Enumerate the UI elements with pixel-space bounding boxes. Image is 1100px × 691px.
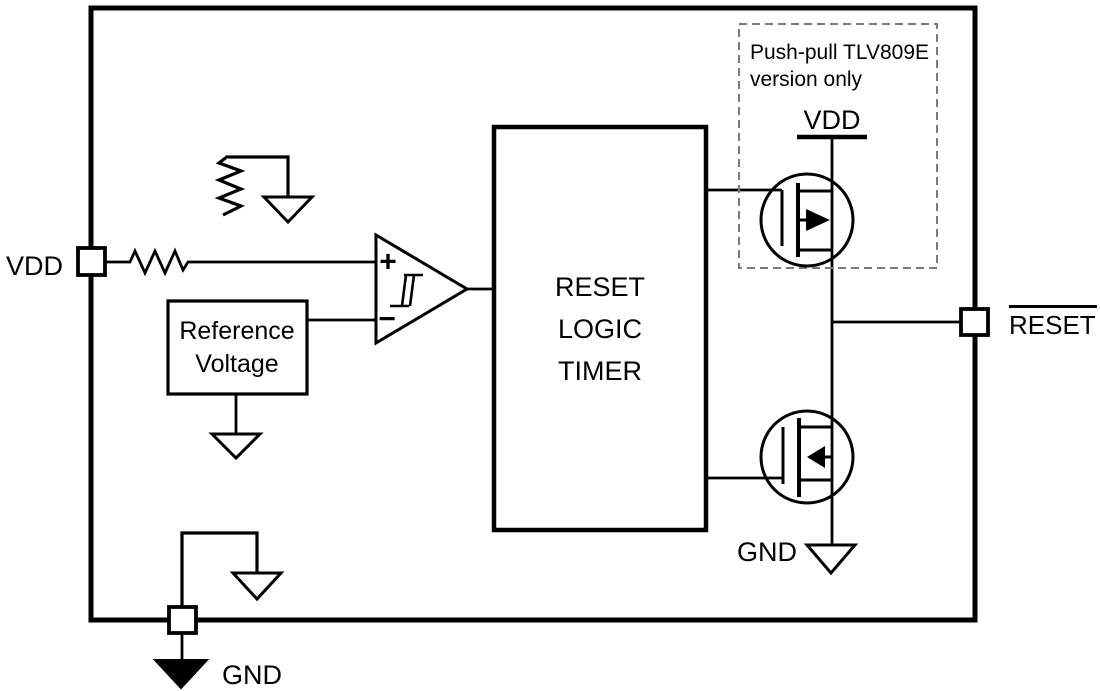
vdd-pin [76,246,107,277]
comparator-minus-input-label: − [378,303,396,336]
reset-pin-label: RESET [1009,310,1096,340]
gnd-pin [167,605,198,635]
ground-symbol-icon [803,543,859,576]
reset-logic-timer-block [491,124,709,533]
push-pull-note-line1: Push-pull TLV809E [750,41,929,64]
comparator [374,232,470,346]
ground-symbol-filled-icon [152,659,210,690]
reset-pin [959,307,990,337]
timer-label-line3: TIMER [558,356,642,386]
vdd-pin-label: VDD [6,251,63,281]
internal-vdd-rail-label: VDD [803,105,860,135]
nmos-transistor-icon [759,409,855,505]
push-pull-note-box [738,23,938,269]
pullup-resistor-icon [214,154,246,217]
pullup-ground-wire [228,155,290,197]
vdd-input-resistor-wire [105,247,376,277]
reference-voltage-block [166,299,309,396]
reference-voltage-label-line2: Voltage [195,350,278,378]
ground-symbol-icon [208,432,264,461]
comparator-plus-input-label: + [379,246,397,279]
timer-label-line1: RESET [555,272,645,302]
gnd-internal-wire [180,531,259,607]
gnd-pin-label: GND [222,660,282,690]
ground-symbol-icon [229,571,285,602]
reference-voltage-label-line1: Reference [179,317,294,345]
internal-gnd-rail-label: GND [737,537,797,567]
push-pull-note-line2: version only [750,68,863,91]
pmos-transistor-icon [759,172,855,268]
timer-label-line2: LOGIC [558,314,642,344]
ground-symbol-icon [260,195,316,225]
hysteresis-icon [390,273,423,308]
